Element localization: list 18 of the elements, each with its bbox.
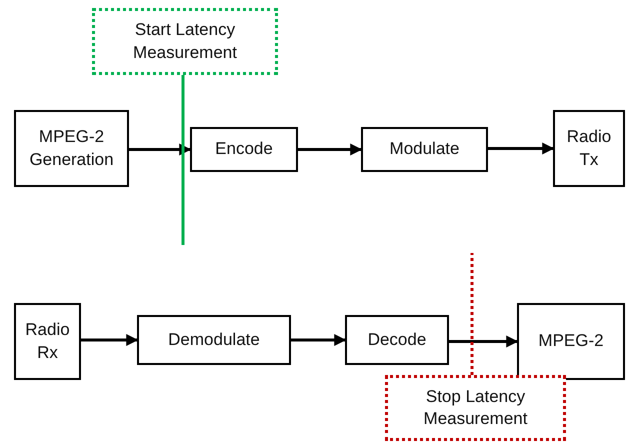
annotation-box: Start Latency Measurement bbox=[92, 8, 278, 75]
leader-line bbox=[182, 75, 184, 245]
arrow bbox=[129, 144, 192, 156]
arrow bbox=[488, 142, 554, 154]
process-box: Demodulate bbox=[137, 315, 291, 365]
arrow bbox=[81, 334, 138, 346]
process-box: Decode bbox=[345, 315, 449, 365]
process-box: Radio Tx bbox=[553, 110, 625, 187]
process-box: Radio Rx bbox=[14, 303, 81, 380]
arrow bbox=[449, 336, 518, 348]
arrow bbox=[291, 334, 346, 346]
annotation-box: Stop Latency Measurement bbox=[385, 375, 566, 441]
process-box: Modulate bbox=[361, 127, 488, 172]
process-box: Encode bbox=[190, 127, 298, 172]
leader-line bbox=[470, 253, 474, 375]
arrow bbox=[298, 144, 362, 156]
process-box: MPEG-2 bbox=[517, 303, 625, 380]
process-box: MPEG-2 Generation bbox=[14, 110, 129, 187]
